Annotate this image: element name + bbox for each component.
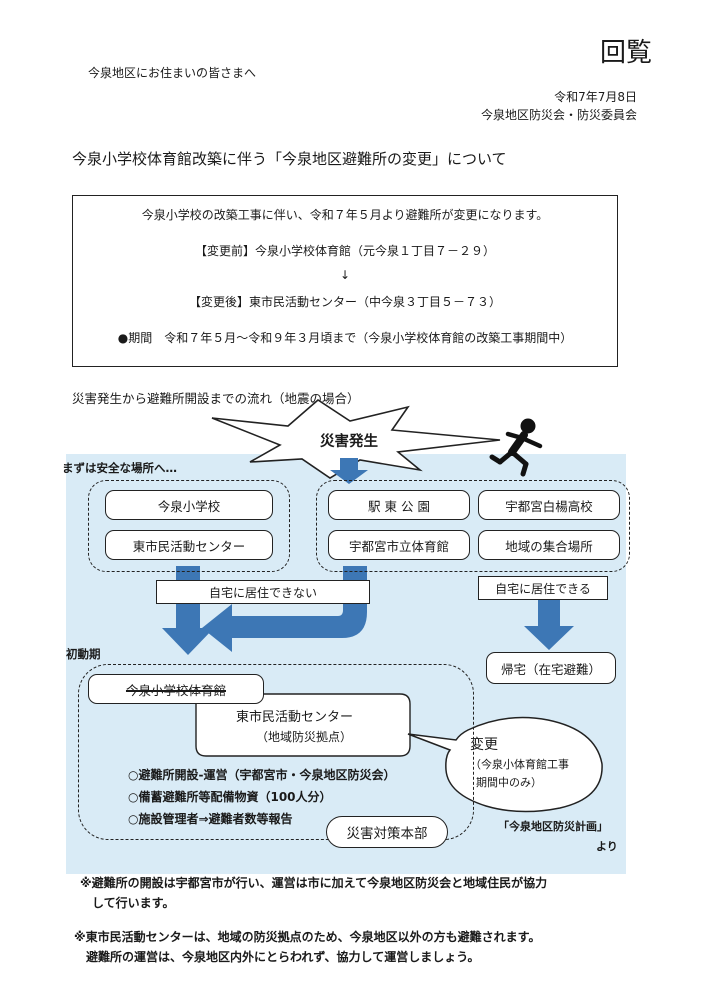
old-shelter-label: 今泉小学校体育館 <box>125 682 226 698</box>
tab-can-stay-home: 自宅に居住できる <box>478 576 608 600</box>
new-shelter-line1: 東市民活動センター <box>236 710 354 725</box>
notice-period: ●期間 令和７年５月～令和９年３月頃まで（今泉小学校体育館の改築工事期間中） <box>117 331 573 345</box>
arrow-curved-left <box>202 566 367 652</box>
explosion-burst <box>211 398 501 479</box>
safe-place-heading: まずは安全な場所へ… <box>62 461 177 475</box>
task-facility-report: ○施設管理者⇒避難者数等報告 <box>128 812 293 826</box>
note1-line2: して行います。 <box>92 896 175 910</box>
issue-date: 令和7年7月8日 <box>554 90 637 104</box>
notice-before: 【変更前】今泉小学校体育館（元今泉１丁目７－２９） <box>194 244 495 258</box>
node-city-gym: 宇都宮市立体育館 <box>328 530 470 560</box>
right-evac-group <box>316 480 630 572</box>
left-evac-group <box>88 480 290 572</box>
sender: 今泉地区防災会・防災委員会 <box>480 108 637 122</box>
notice-after: 【変更後】東市民活動センター（中今泉３丁目５－７３） <box>188 295 501 309</box>
task-open-operate: ○避難所開設-運営（宇都宮市・今泉地区防災会） <box>128 768 396 782</box>
arrow-disaster-down <box>330 458 368 484</box>
node-gathering-place: 地域の集合場所 <box>478 530 620 560</box>
note1-line1: ※避難所の開設は宇都宮市が行い、運営は市に加えて今泉地区防災会と地域住民が協力 <box>80 876 548 890</box>
document-title: 今泉小学校体育館改築に伴う「今泉地区避難所の変更」について <box>72 150 507 168</box>
note2-line1: ※東市民活動センターは、地域の防災拠点のため、今泉地区以外の方も避難されます。 <box>74 930 541 944</box>
change-bubble-title: 変更 <box>470 737 498 753</box>
arrow-left-down <box>162 566 214 655</box>
running-person-icon <box>489 418 543 477</box>
addressee: 今泉地区にお住まいの皆さまへ <box>88 66 257 80</box>
change-bubble-shape <box>407 716 603 813</box>
node-hakuyo-high: 宇都宮白楊高校 <box>478 490 620 520</box>
task-supplies: ○備蓄避難所等配備物資（100人分） <box>128 790 332 804</box>
arrow-right-down <box>524 590 574 650</box>
notice-box: 今泉小学校の改築工事に伴い、令和７年５月より避難所が変更になります。 【変更前】… <box>72 195 618 367</box>
node-disaster-hq: 災害対策本部 <box>326 816 448 848</box>
change-bubble-line1: （今泉小体育館工事 <box>470 758 569 771</box>
notice-intro: 今泉小学校の改築工事に伴い、令和７年５月より避難所が変更になります。 <box>141 208 549 222</box>
initial-phase-group <box>78 664 474 840</box>
initial-phase-heading: 初動期 <box>66 647 101 661</box>
source-line2: より <box>596 840 618 853</box>
tab-cannot-stay-home: 自宅に居住できない <box>156 580 370 604</box>
notice-arrow: ↓ <box>339 268 351 282</box>
node-imaizumi-elementary: 今泉小学校 <box>105 490 273 520</box>
disaster-label: 災害発生 <box>320 434 378 450</box>
circular-label: 回覧 <box>600 38 653 68</box>
change-bubble-line2: 期間中のみ） <box>476 776 542 789</box>
node-higashi-center: 東市民活動センター <box>105 530 273 560</box>
flow-title: 災害発生から避難所開設までの流れ（地震の場合） <box>72 391 360 406</box>
node-return-home: 帰宅（在宅避難） <box>486 652 616 684</box>
source-line1: 「今泉地区防災計画」 <box>498 820 608 833</box>
note2-line2: 避難所の運営は、今泉地区内外にとらわれず、協力して運営しましょう。 <box>86 950 480 964</box>
node-old-shelter: 今泉小学校体育館 <box>88 674 264 704</box>
node-eki-higashi-park: 駅 東 公 園 <box>328 490 470 520</box>
new-shelter-line2: （地域防災拠点） <box>256 730 353 744</box>
